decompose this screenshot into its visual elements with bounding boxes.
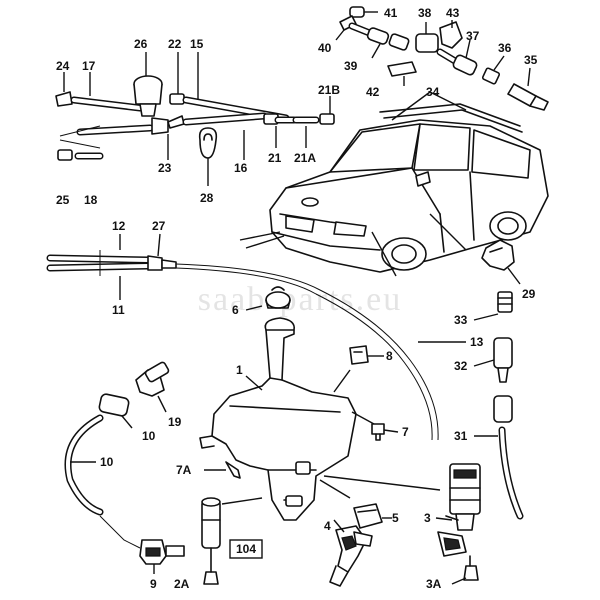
top-left-hose-assembly xyxy=(55,52,335,186)
label-16: 16 xyxy=(234,161,248,175)
label-21: 21 xyxy=(268,151,282,165)
label-5: 5 xyxy=(392,511,399,525)
label-1: 1 xyxy=(236,363,243,377)
label-41: 41 xyxy=(384,6,398,20)
label-36: 36 xyxy=(498,41,512,55)
label-33: 33 xyxy=(454,313,468,327)
label-19: 19 xyxy=(168,415,182,429)
part-7A-screw xyxy=(204,461,241,479)
label-18: 18 xyxy=(84,193,98,207)
label-34: 34 xyxy=(426,85,440,99)
left-hose-assembly xyxy=(64,361,185,574)
label-43: 43 xyxy=(446,6,460,20)
label-25: 25 xyxy=(56,193,70,207)
label-24: 24 xyxy=(56,59,70,73)
label-2A: 2A xyxy=(174,577,190,591)
label-42: 42 xyxy=(366,85,380,99)
label-22: 22 xyxy=(168,37,182,51)
part-7-screw xyxy=(351,411,399,441)
mid-left-hoses xyxy=(46,233,466,441)
label-13: 13 xyxy=(470,335,484,349)
label-21B: 21B xyxy=(318,83,340,97)
label-10-short: 10 xyxy=(142,429,156,443)
label-23: 23 xyxy=(158,161,172,175)
label-27: 27 xyxy=(152,219,166,233)
label-7: 7 xyxy=(402,425,409,439)
label-28: 28 xyxy=(200,191,214,205)
washer-reservoir xyxy=(199,317,357,521)
label-32: 32 xyxy=(454,359,468,373)
pump-assembly xyxy=(319,463,481,587)
part-8-clip xyxy=(333,345,384,393)
part-number-labels: 41 38 43 40 37 36 35 39 42 34 26 22 15 2… xyxy=(56,6,538,591)
part-6-cap xyxy=(245,286,291,311)
label-104: 104 xyxy=(236,542,256,556)
label-39: 39 xyxy=(344,59,358,73)
label-38: 38 xyxy=(418,6,432,20)
label-11: 11 xyxy=(112,303,125,317)
label-3A: 3A xyxy=(426,577,442,591)
label-35: 35 xyxy=(524,53,538,67)
top-right-hose-assembly xyxy=(335,6,549,111)
label-26: 26 xyxy=(134,37,148,51)
label-8: 8 xyxy=(386,349,393,363)
label-12: 12 xyxy=(112,219,126,233)
label-9: 9 xyxy=(150,577,157,591)
label-3: 3 xyxy=(424,511,431,525)
part-2A-filter xyxy=(201,497,263,585)
car-illustration xyxy=(239,91,549,277)
right-column-parts xyxy=(473,239,524,520)
label-7A: 7A xyxy=(176,463,192,477)
label-21A: 21A xyxy=(294,151,316,165)
label-37: 37 xyxy=(466,29,480,43)
label-10-long: 10 xyxy=(100,455,114,469)
label-40: 40 xyxy=(318,41,332,55)
reference-box xyxy=(229,539,263,559)
label-31: 31 xyxy=(454,429,468,443)
watermark-text: saab-parts.eu xyxy=(198,281,402,318)
label-15: 15 xyxy=(190,37,204,51)
label-4: 4 xyxy=(324,519,331,533)
label-17: 17 xyxy=(82,59,96,73)
label-29: 29 xyxy=(522,287,536,301)
label-6: 6 xyxy=(232,303,239,317)
